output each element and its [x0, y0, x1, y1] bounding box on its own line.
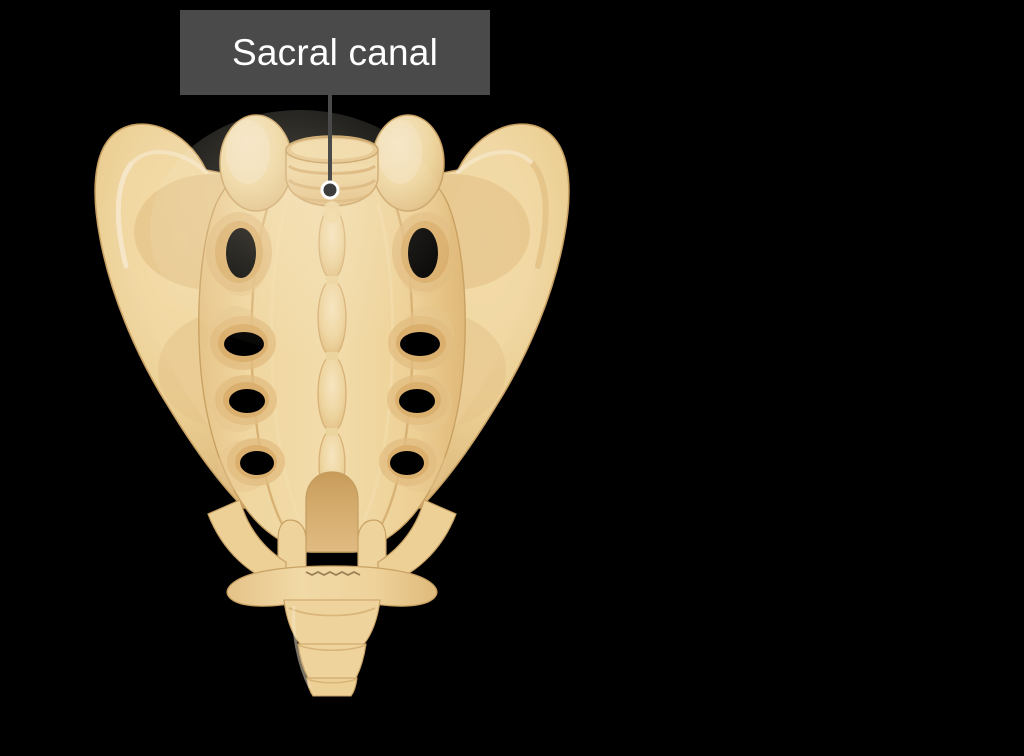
body-highlight — [150, 110, 450, 350]
coccyx — [226, 565, 438, 697]
callout-label-sacral-canal[interactable]: Sacral canal — [180, 10, 490, 95]
foramen-right-s2 — [388, 316, 454, 370]
foramen-left-s3 — [215, 375, 277, 425]
callout-label-text: Sacral canal — [231, 32, 438, 73]
foramen-right-s4 — [379, 438, 437, 486]
foramen-left-s4 — [227, 438, 285, 486]
foramen-right-s3 — [387, 375, 449, 425]
sacral-hiatus — [305, 471, 359, 553]
